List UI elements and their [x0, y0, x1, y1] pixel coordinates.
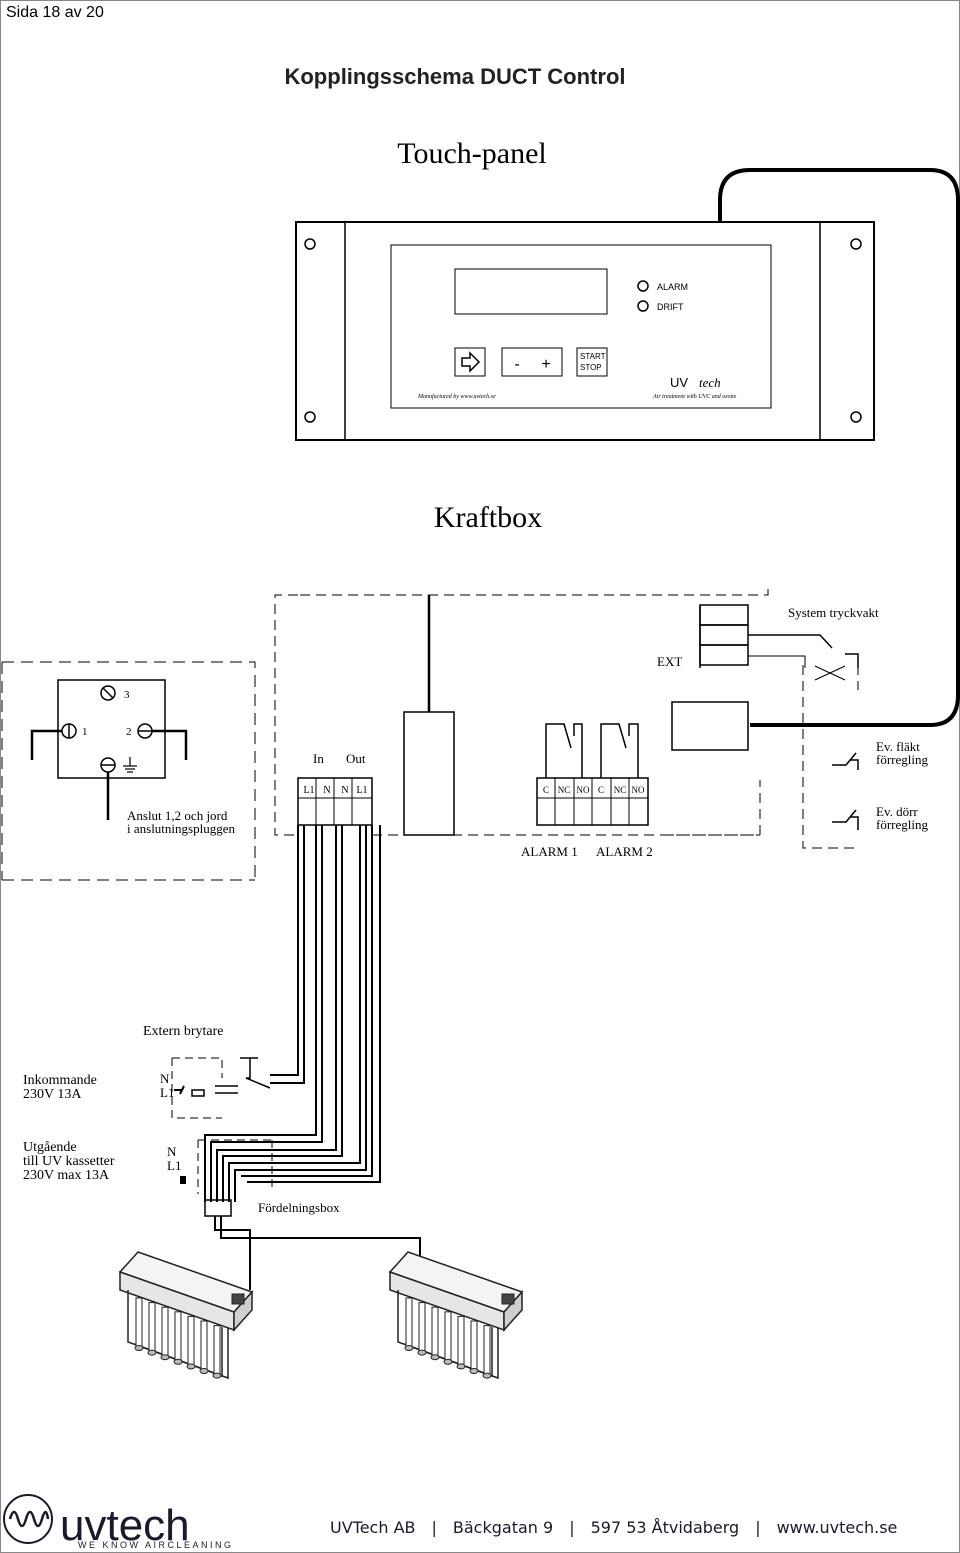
in-label: In: [313, 751, 324, 766]
ground-icon: [123, 757, 137, 773]
drift-label: DRIFT: [657, 302, 684, 312]
logo-tagline: WE KNOW AIRCLEANING: [78, 1540, 234, 1550]
plug-1-label: 1: [82, 726, 88, 738]
logo-mark-icon: [3, 1494, 53, 1544]
n-out-label: N: [167, 1144, 177, 1159]
plus-button[interactable]: +: [541, 356, 550, 373]
page-label: Sida 18 av 20: [6, 4, 104, 21]
tryckvakt-switch-icon: [748, 634, 859, 668]
brand-tech: tech: [699, 375, 721, 390]
fordelningsbox: [204, 1199, 232, 1217]
power-terminal-label: L1: [356, 785, 367, 796]
display-screen: [454, 268, 608, 315]
out-label: Out: [346, 751, 366, 766]
power-module: [403, 711, 455, 836]
touch-panel-heading: Touch-panel: [397, 137, 547, 170]
power-terminal-label: L1: [303, 785, 314, 796]
dorr-label-1: Ev. dörr: [876, 804, 918, 819]
utgaende-3: 230V max 13A: [23, 1168, 110, 1183]
stop-label: STOP: [580, 363, 602, 372]
tryckvakt-block: [699, 604, 749, 668]
uv-cassette: [388, 1251, 524, 1380]
start-label: START: [580, 352, 606, 361]
fuse-icon: [191, 1089, 205, 1097]
plug-out-icon: [180, 1176, 186, 1184]
brytare-label: Extern brytare: [143, 1024, 223, 1039]
plug-3-label: 3: [124, 689, 130, 701]
alarm-relays: [536, 723, 649, 826]
plug-outline: [1, 661, 256, 881]
ext-label: EXT: [657, 654, 682, 669]
panel-connector: [671, 701, 749, 751]
logo-text: uvtech: [60, 1501, 190, 1550]
minus-button[interactable]: -: [514, 356, 519, 373]
page-title: Kopplingsschema DUCT Control: [284, 64, 625, 89]
arrow-right-icon: [461, 351, 481, 373]
tagline: Air treatment with UVC and ozone: [652, 394, 737, 400]
manufactured-note: Manufactured by www.uvtech.se: [417, 393, 496, 400]
uv-cassette: [118, 1251, 254, 1380]
plug-2-label: 2: [126, 726, 132, 738]
plug-note-2: i anslutningspluggen: [127, 821, 235, 836]
utgaende-1: Utgående: [23, 1140, 77, 1155]
enter-button[interactable]: [454, 347, 486, 377]
panel-cable: [718, 168, 960, 727]
inkommande-1: Inkommande: [23, 1073, 97, 1088]
alarm-terminal-label: C: [543, 785, 549, 795]
main-cables: [204, 825, 381, 1202]
kraftbox-outline: [274, 594, 298, 836]
screw-icon: [304, 411, 316, 423]
l1-in-label: L1: [160, 1085, 174, 1100]
alarm-terminal-label: NC: [558, 785, 571, 795]
n-in-label: N: [160, 1071, 170, 1086]
extern-switch-icon: [215, 1057, 271, 1094]
plug-note-1: Anslut 1,2 och jord: [127, 808, 228, 823]
connection-plug: 3 1 2: [57, 679, 166, 779]
screw-icon: [850, 411, 862, 423]
touch-panel: ALARM DRIFT - + START STOP UV tech Manuf…: [295, 221, 875, 441]
inkommande-2: 230V 13A: [23, 1087, 82, 1102]
alarm-terminal-label: NO: [577, 785, 590, 795]
flakt-switch-icon: [832, 752, 859, 770]
kraftbox-heading: Kraftbox: [434, 501, 542, 534]
utgaende-2: till UV kassetter: [23, 1154, 115, 1169]
relay-1-icon: [545, 723, 583, 778]
tryckvakt-label: System tryckvakt: [788, 605, 879, 620]
power-terminal-label: N: [323, 785, 330, 796]
footer-web-link[interactable]: www.uvtech.se: [776, 1518, 898, 1537]
alarm-terminal-label: NC: [614, 785, 627, 795]
alarm1-label: ALARM 1: [521, 844, 578, 859]
dorr-switch-icon: [832, 809, 859, 830]
minus-plus-buttons[interactable]: - +: [501, 347, 563, 377]
power-terminal-label: N: [341, 785, 348, 796]
drift-led-icon: [637, 300, 649, 312]
terminal-3-icon: [100, 685, 116, 701]
fordelningsbox-label: Fördelningsbox: [258, 1200, 340, 1215]
plug-wires: [30, 729, 188, 820]
footer-company: UVTech AB: [330, 1518, 416, 1537]
alarm-led-icon: [637, 280, 649, 292]
footer-city: 597 53 Åtvidaberg: [590, 1518, 740, 1537]
relay-2-icon: [600, 723, 639, 778]
brand-uv: UV: [670, 375, 688, 390]
alarm-label: ALARM: [657, 282, 688, 292]
screw-icon: [850, 238, 862, 250]
footer-contact: UVTech AB|Bäckgatan 9|597 53 Åtvidaberg|…: [330, 1518, 898, 1537]
flakt-label-2: förregling: [876, 752, 928, 767]
screw-icon: [304, 238, 316, 250]
footer-logo: uvtech WE KNOW AIRCLEANING: [3, 1494, 234, 1550]
alarm2-label: ALARM 2: [596, 844, 653, 859]
start-stop-button[interactable]: START STOP: [576, 347, 608, 377]
alarm-terminal-label: NO: [632, 785, 645, 795]
dorr-label-2: förregling: [876, 817, 928, 832]
flakt-label-1: Ev. fläkt: [876, 739, 920, 754]
footer-address: Bäckgatan 9: [452, 1518, 554, 1537]
alarm-terminal-label: C: [598, 785, 604, 795]
l1-out-label: L1: [167, 1158, 181, 1173]
